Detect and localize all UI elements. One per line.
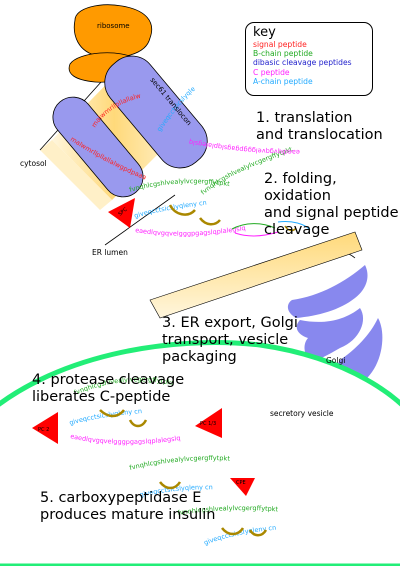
svg-text:CPE: CPE xyxy=(236,480,246,486)
golgi-label: Golgi xyxy=(326,356,346,365)
disulfide-step4 xyxy=(99,409,125,418)
key-item-c-peptide: C peptide xyxy=(253,67,290,77)
step1-caption: 1. translation and translocation xyxy=(256,110,383,143)
key-item-signal-peptide: signal peptide xyxy=(253,40,307,49)
secretory-vesicle xyxy=(0,340,400,566)
key-legend: key signal peptide B-chain peptide dibas… xyxy=(245,22,373,96)
disulfide-step2b xyxy=(199,217,221,226)
key-item-b-chain: B-chain peptide xyxy=(253,49,313,59)
key-item-dibasic: dibasic cleavage peptides xyxy=(253,58,352,68)
er-membrane-core-2 xyxy=(40,140,112,210)
spc-protease: SPC xyxy=(108,198,135,228)
secretory-vesicle-label: secretory vesicle xyxy=(270,409,334,418)
membrane-edge-bottom xyxy=(104,194,176,246)
step4-caption: 4. protease cleavage liberates C-peptide xyxy=(32,372,185,405)
step2-caption: 2. folding, oxidation and signal peptide… xyxy=(264,171,399,238)
er-fragment xyxy=(149,231,363,319)
key-item-a-chain: A-chain peptide xyxy=(253,76,313,86)
cytosol-label: cytosol xyxy=(20,159,47,168)
cpe-protease: CPE xyxy=(230,478,255,496)
disulfide-step2 xyxy=(168,204,196,216)
pc2-protease: PC 2 xyxy=(32,412,58,444)
er-lumen-label: ER lumen xyxy=(92,248,128,257)
ribosome-label: ribosome xyxy=(97,22,130,30)
svg-text:PC 1/3: PC 1/3 xyxy=(200,421,216,427)
svg-text:PC 2: PC 2 xyxy=(38,427,49,433)
pc13-protease: PC 1/3 xyxy=(195,408,222,438)
disulfide-step4b xyxy=(128,419,148,428)
folded-proinsulin-small xyxy=(231,221,311,237)
disulfide-intermediate xyxy=(159,481,182,490)
step5-caption: 5. carboxypeptidase E produces mature in… xyxy=(40,490,216,523)
disulfide-mature xyxy=(221,527,245,536)
svg-text:SPC: SPC xyxy=(117,206,129,217)
sec61-translocon xyxy=(52,55,208,198)
disulfide-mature-b xyxy=(248,529,268,537)
step3-caption: 3. ER export, Golgi transport, vesicle p… xyxy=(162,315,298,365)
key-title: key xyxy=(253,25,276,40)
